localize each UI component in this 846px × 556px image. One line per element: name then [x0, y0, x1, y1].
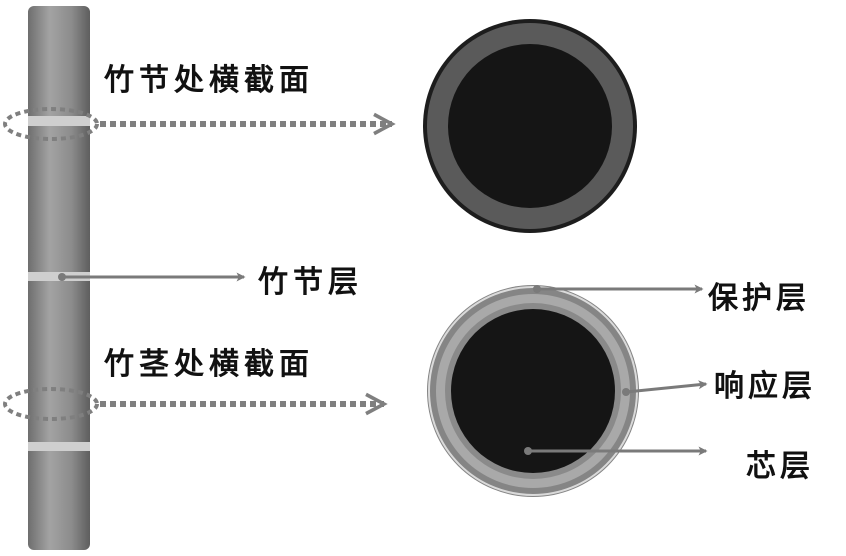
bamboo-node-band-top [28, 116, 90, 126]
core-layer [451, 309, 615, 473]
node-core [448, 44, 612, 208]
core-layer-label: 芯层 [746, 449, 814, 484]
bamboo-node-band-lower [28, 442, 90, 451]
stem-cross-section [427, 285, 639, 497]
node-cross-section-label: 竹节处横截面 [104, 63, 314, 98]
stem-section-marker [3, 387, 99, 421]
node-cross-section [423, 19, 637, 233]
stem-cross-section-label: 竹茎处横截面 [104, 347, 314, 382]
node-layer-label: 竹节层 [258, 265, 363, 300]
response-layer-arrow [625, 380, 708, 394]
node-section-marker [3, 107, 99, 141]
response-layer-label: 响应层 [714, 369, 816, 404]
protective-layer-label: 保护层 [708, 281, 810, 316]
